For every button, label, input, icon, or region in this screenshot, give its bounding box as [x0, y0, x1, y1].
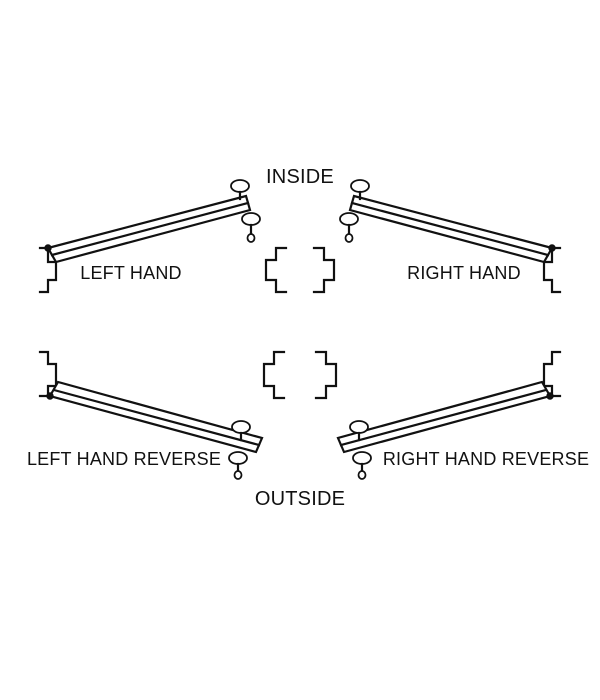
right-hand-reverse-label: RIGHT HAND REVERSE — [383, 449, 589, 469]
right-hand-label: RIGHT HAND — [407, 263, 521, 283]
inside-label: INSIDE — [266, 166, 334, 188]
right-hand-strike-jamb — [312, 246, 336, 294]
outside-label: OUTSIDE — [255, 488, 345, 510]
right-hand-reverse-lever-icon — [349, 420, 372, 480]
left-hand-door-panel — [44, 194, 252, 264]
left-hand-reverse-strike-jamb — [262, 350, 286, 400]
right-hand-reverse-door-panel — [336, 380, 554, 454]
left-hand-reverse-label: LEFT HAND REVERSE — [27, 449, 221, 469]
left-hand-reverse-lever-icon — [228, 420, 251, 480]
right-hand-door-panel — [348, 194, 556, 264]
left-hand-strike-jamb — [264, 246, 288, 294]
left-hand-reverse-door-panel — [46, 380, 264, 454]
left-hand-lever-icon — [230, 179, 261, 243]
right-hand-reverse-strike-jamb — [314, 350, 338, 400]
right-hand-lever-icon — [339, 179, 370, 243]
left-hand-label: LEFT HAND — [80, 263, 182, 283]
